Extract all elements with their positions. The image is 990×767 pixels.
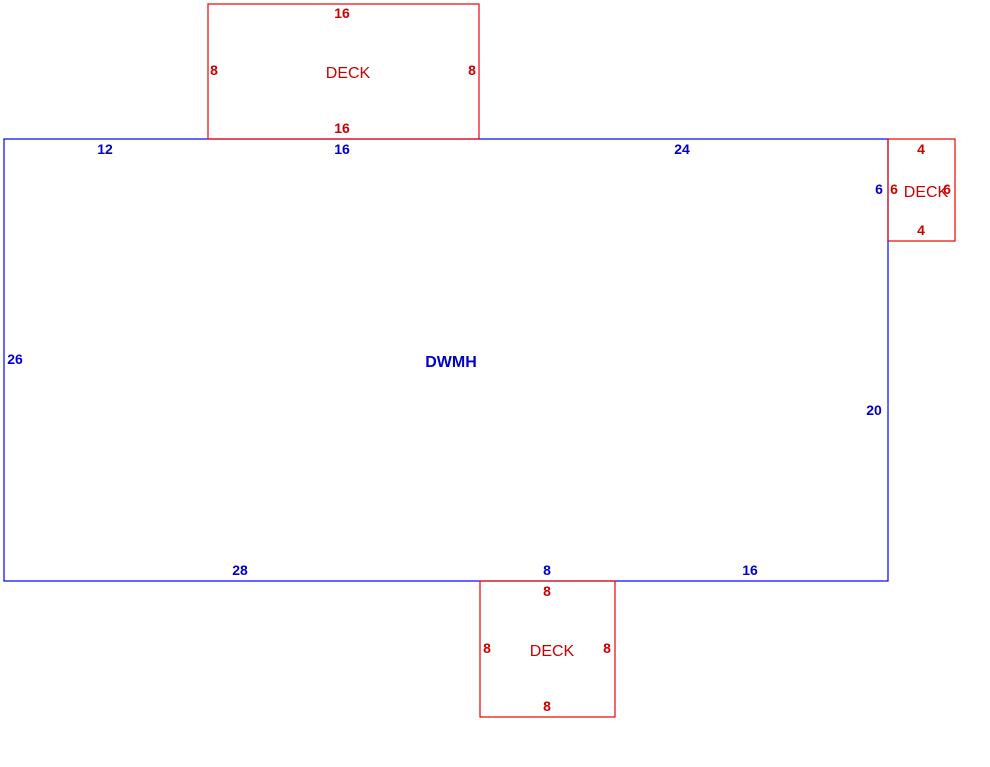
deck-top-right-dim: 8: [468, 62, 476, 78]
house-top-dim-b: 16: [334, 141, 350, 157]
deck-right-name-label: DECK: [904, 184, 949, 201]
deck-top-left-dim: 8: [210, 62, 218, 78]
deck-right-right-dim: 6: [943, 181, 951, 197]
house-bottom-dim-c: 16: [742, 562, 758, 578]
deck-top-name-label: DECK: [326, 65, 371, 82]
deck-bottom-left-dim: 8: [483, 640, 491, 656]
deck-right-bottom-dim: 4: [917, 222, 925, 238]
deck-top-outline: [207, 3, 480, 140]
house-right-upper-dim: 6: [875, 181, 883, 197]
deck-top-bottom-dim: 16: [334, 120, 350, 136]
house-top-dim-a: 12: [97, 141, 113, 157]
deck-bottom-outline: [479, 580, 616, 718]
deck-bottom-name-label: DECK: [530, 643, 575, 660]
house-top-dim-c: 24: [674, 141, 690, 157]
house-name-label: DWMH: [425, 354, 477, 371]
deck-top-top-dim: 16: [334, 5, 350, 21]
house-right-lower-dim: 20: [866, 402, 882, 418]
house-bottom-dim-a: 28: [232, 562, 248, 578]
house-bottom-dim-b: 8: [543, 562, 551, 578]
deck-bottom-bottom-dim: 8: [543, 698, 551, 714]
house-left-dim: 26: [7, 351, 23, 367]
deck-bottom-top-dim: 8: [543, 583, 551, 599]
deck-right-left-dim: 6: [890, 181, 898, 197]
deck-right-outline: [887, 138, 956, 242]
deck-right-top-dim: 4: [917, 141, 925, 157]
deck-bottom-right-dim: 8: [603, 640, 611, 656]
